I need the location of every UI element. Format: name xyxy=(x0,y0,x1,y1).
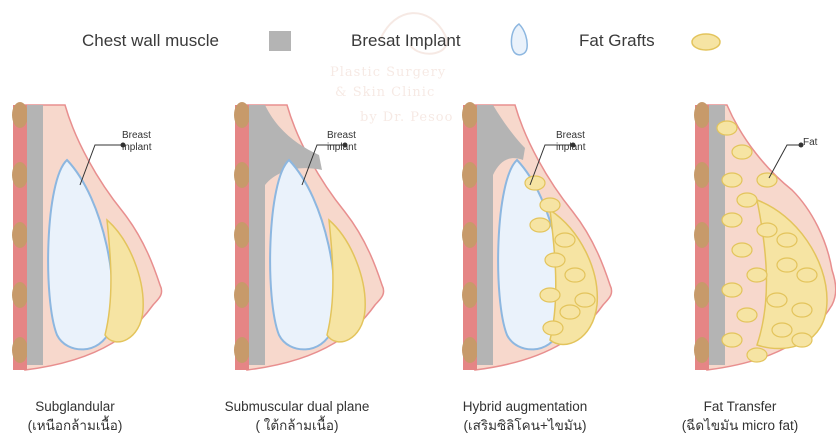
fat-graft-icon xyxy=(737,308,757,322)
fat-graft-icon xyxy=(747,268,767,282)
hybrid-breast-diagram xyxy=(455,100,625,375)
watermark-line-1: Plastic Surgery xyxy=(330,65,446,80)
fat-graft-icon xyxy=(767,293,787,307)
rib-icon xyxy=(234,162,250,188)
rib-icon xyxy=(12,282,28,308)
legend-muscle-label: Chest wall muscle xyxy=(82,31,219,51)
legend: Chest wall muscle Bresat Implant Fat Gra… xyxy=(0,28,836,58)
rib-icon xyxy=(694,162,710,188)
fat-graft-icon xyxy=(560,305,580,319)
caption-thai: (เสริมซิลิโคน+ไขมัน) xyxy=(440,416,610,435)
implant-callout: Breast inplant xyxy=(122,130,151,154)
caption-title: Fat Transfer xyxy=(665,397,815,416)
caption-title: Submuscular dual plane xyxy=(197,397,397,416)
fat-graft-icon xyxy=(772,323,792,337)
fat-graft-icon xyxy=(777,233,797,247)
fat-graft-icon xyxy=(792,303,812,317)
fat-graft-icon xyxy=(555,233,575,247)
fat-graft-icon xyxy=(722,213,742,227)
fat-graft-icon xyxy=(540,288,560,302)
submuscular-breast-diagram xyxy=(227,100,397,375)
caption-title: Subglandular xyxy=(5,397,145,416)
rib-icon xyxy=(694,102,710,128)
watermark-line-2: & Skin Clinic xyxy=(335,85,435,100)
fat-graft-icon xyxy=(540,198,560,212)
rib-icon xyxy=(694,222,710,248)
fat-graft-icon xyxy=(757,173,777,187)
fat-graft-icon xyxy=(797,268,817,282)
fat-swatch-icon xyxy=(690,32,722,52)
chest-muscle xyxy=(709,105,725,365)
fat-graft-icon xyxy=(722,283,742,297)
fat-graft-icon xyxy=(722,333,742,347)
rib-icon xyxy=(12,337,28,363)
fat-graft-icon xyxy=(545,253,565,267)
rib-icon xyxy=(462,162,478,188)
rib-icon xyxy=(694,282,710,308)
panel-subglandular: Breast inplant xyxy=(5,100,175,375)
rib-icon xyxy=(462,102,478,128)
fat-graft-icon xyxy=(792,333,812,347)
caption-title: Hybrid augmentation xyxy=(440,397,610,416)
rib-icon xyxy=(234,102,250,128)
fat-graft-icon xyxy=(737,193,757,207)
rib-icon xyxy=(234,222,250,248)
caption-submuscular: Submuscular dual plane ( ใต้กล้ามเนื้อ) xyxy=(197,397,397,435)
muscle-swatch-icon xyxy=(269,31,291,51)
rib-icon xyxy=(12,102,28,128)
caption-thai: (เหนือกล้ามเนื้อ) xyxy=(5,416,145,435)
panel-submuscular: Breast inplant xyxy=(227,100,397,375)
fat-graft-icon xyxy=(717,121,737,135)
fat-graft-icon xyxy=(747,348,767,362)
rib-icon xyxy=(234,337,250,363)
rib-icon xyxy=(694,337,710,363)
rib-icon xyxy=(12,162,28,188)
implant-callout: Breast inplant xyxy=(556,130,585,154)
fat-graft-icon xyxy=(722,173,742,187)
fat-graft-icon xyxy=(732,145,752,159)
fat-graft-icon xyxy=(530,218,550,232)
rib-icon xyxy=(462,337,478,363)
fat-graft-icon xyxy=(543,321,563,335)
caption-thai: (ฉีดไขมัน micro fat) xyxy=(665,416,815,435)
implant-callout: Breast inplant xyxy=(327,130,356,154)
rib-icon xyxy=(462,282,478,308)
rib-icon xyxy=(12,222,28,248)
legend-fat-label: Fat Grafts xyxy=(579,31,655,51)
caption-thai: ( ใต้กล้ามเนื้อ) xyxy=(197,416,397,435)
fat-callout: Fat xyxy=(803,137,817,149)
legend-implant-label: Bresat Implant xyxy=(351,31,461,51)
caption-hybrid: Hybrid augmentation (เสริมซิลิโคน+ไขมัน) xyxy=(440,397,610,435)
fat-graft-icon xyxy=(525,176,545,190)
panel-fat-transfer: Fat xyxy=(687,100,836,375)
rib-icon xyxy=(462,222,478,248)
rib-icon xyxy=(234,282,250,308)
panel-hybrid: Breast inplant xyxy=(455,100,625,375)
fat-graft-icon xyxy=(757,223,777,237)
fat-graft-icon xyxy=(777,258,797,272)
fat-graft-icon xyxy=(575,293,595,307)
implant-swatch-icon xyxy=(508,22,530,56)
chest-muscle xyxy=(27,105,43,365)
caption-subglandular: Subglandular (เหนือกล้ามเนื้อ) xyxy=(5,397,145,435)
fat-graft-icon xyxy=(732,243,752,257)
caption-fat-transfer: Fat Transfer (ฉีดไขมัน micro fat) xyxy=(665,397,815,435)
fat-graft-icon xyxy=(565,268,585,282)
